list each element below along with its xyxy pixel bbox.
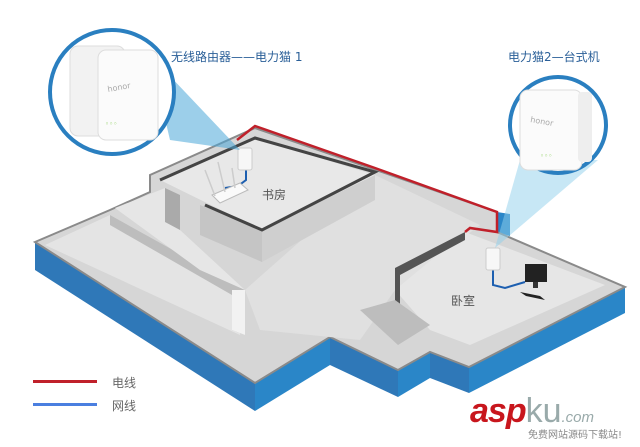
watermark-tagline: 免费网站源码下载站! — [528, 430, 623, 441]
label-router-plc1: 无线路由器——电力猫 1 — [171, 50, 303, 64]
svg-text:honor: honor — [107, 81, 132, 94]
svg-text:◦◦◦: ◦◦◦ — [105, 120, 117, 128]
left-room-floor — [45, 215, 245, 335]
network-cable-bedroom — [492, 265, 526, 290]
floor-side-mid4 — [430, 352, 469, 393]
floor-side-right — [469, 287, 625, 393]
power-line — [236, 124, 499, 234]
magnifier-plc2: honor ◦◦◦ — [508, 75, 608, 175]
label-plc2-desktop: 电力猫2—台式机 — [508, 50, 600, 64]
legend-label-power: 电线 — [112, 376, 137, 390]
legend-label-network: 网线 — [112, 399, 137, 413]
room-label-bedroom: 卧室 — [451, 294, 476, 308]
desktop-computer — [520, 264, 547, 300]
wireless-router — [204, 161, 249, 204]
watermark-suffix: .com — [561, 409, 595, 426]
magnifier-plc1: honor ◦◦◦ — [48, 28, 176, 156]
study-wall-outline — [159, 136, 380, 232]
powerline-adapter-1 — [237, 147, 253, 171]
bedroom-floor — [395, 232, 605, 345]
study-wall-left — [200, 205, 262, 262]
watermark-logo: aspku.com 免费网站源码下载站! — [470, 392, 622, 441]
bedroom-corner — [360, 300, 430, 345]
legend-swatch-power — [33, 380, 97, 383]
floor-side-mid2 — [330, 337, 398, 397]
study-floor — [160, 138, 375, 230]
corridor-floor — [115, 188, 245, 290]
svg-text:honor: honor — [530, 115, 555, 128]
left-room-wall-end — [232, 290, 245, 335]
watermark-brand-b: ku — [525, 392, 562, 430]
room-label-study: 书房 — [262, 188, 287, 202]
zoom-cone-2 — [495, 160, 598, 248]
bedroom-wall — [395, 232, 465, 310]
watermark-brand-a: asp — [470, 392, 527, 430]
svg-text:◦◦◦: ◦◦◦ — [540, 152, 552, 160]
legend-swatch-network — [33, 403, 97, 406]
powerline-adapter-2 — [485, 247, 501, 271]
floor-side-mid — [255, 337, 330, 411]
study-wall-front — [262, 175, 375, 262]
floor-side-mid3 — [398, 352, 430, 397]
corridor-wall — [165, 188, 180, 230]
floor-side-left — [35, 242, 255, 411]
hall-floor — [245, 175, 480, 340]
